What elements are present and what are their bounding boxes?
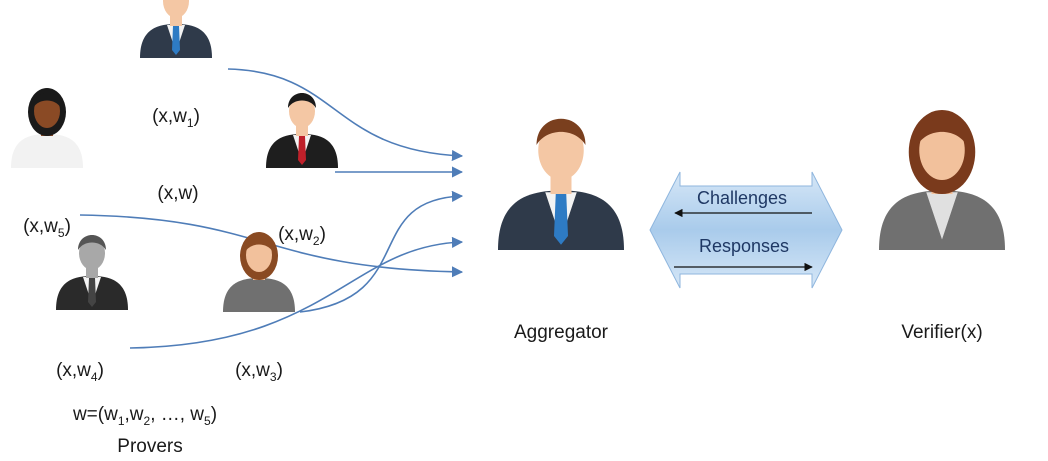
prover-2: (x,w2) <box>266 93 338 248</box>
person-shirt <box>38 135 56 162</box>
person-neck <box>550 176 572 194</box>
person-head <box>246 238 272 272</box>
prover-4-label: (x,w4) <box>56 360 104 384</box>
prover-4: (x,w4) <box>56 235 128 384</box>
challenges-label: Challenges <box>697 188 787 208</box>
aggregator-label: Aggregator <box>514 322 609 343</box>
person-head <box>289 94 315 128</box>
woman-dark-skin-icon <box>11 88 83 168</box>
person-hair <box>288 93 316 108</box>
prover-3-label: (x,w3) <box>235 360 283 384</box>
person-head <box>538 120 584 180</box>
verifier-label: Verifier(x) <box>901 322 982 343</box>
grayscale-man-icon <box>56 235 128 310</box>
person-hair <box>33 93 61 108</box>
common-input-label: (x,w) <box>157 183 198 204</box>
person-shirt <box>250 279 268 306</box>
double-arrow-band <box>649 171 843 289</box>
prover-1-label: (x,w1) <box>152 106 200 130</box>
person-head <box>79 236 105 270</box>
person-hair <box>536 118 586 145</box>
person-hair <box>78 235 106 250</box>
person-tie <box>88 278 96 307</box>
person-hair <box>245 237 273 252</box>
person-tie <box>554 194 568 245</box>
person-tie <box>298 136 306 165</box>
provers-caption: Provers <box>117 436 182 457</box>
challenge-response-band: Challenges Responses <box>649 171 843 289</box>
prover-1: (x,w1) <box>140 0 212 130</box>
aggregator-businessman-icon <box>498 118 624 250</box>
verifier-woman-icon <box>879 110 1005 250</box>
witness-vector: w=(w1,w2, …, w5) <box>72 404 217 428</box>
aggregator: Aggregator <box>498 118 624 343</box>
verifier: Verifier(x) <box>879 110 1005 343</box>
businessman-blue-tie-icon <box>140 0 212 58</box>
person-head <box>163 0 189 18</box>
person-head <box>919 120 965 180</box>
person-neck <box>86 268 98 278</box>
businessman-red-tie-icon <box>266 93 338 168</box>
person-tie <box>172 26 180 55</box>
businesswoman-icon <box>223 232 295 312</box>
prover-5: (x,w5) <box>11 88 83 240</box>
person-hair <box>917 118 967 145</box>
connection-p1 <box>227 68 464 162</box>
prover-3: (x,w3) <box>223 232 295 384</box>
connection-p4 <box>129 236 464 349</box>
person-neck <box>170 16 182 26</box>
responses-label: Responses <box>699 236 789 256</box>
person-head <box>34 94 60 128</box>
prover-2-label: (x,w2) <box>278 224 326 248</box>
person-neck <box>296 126 308 136</box>
connection-p3 <box>299 190 464 313</box>
prover-5-label: (x,w5) <box>23 216 71 240</box>
person-shirt <box>926 192 958 240</box>
